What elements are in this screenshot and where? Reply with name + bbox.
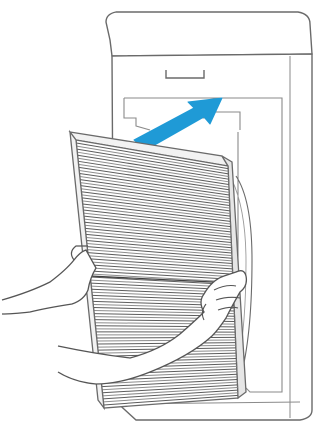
left-hand [2,246,96,314]
left-arm [2,250,96,314]
filter-pleat-line [97,337,236,338]
purifier-top-cap [106,12,312,56]
